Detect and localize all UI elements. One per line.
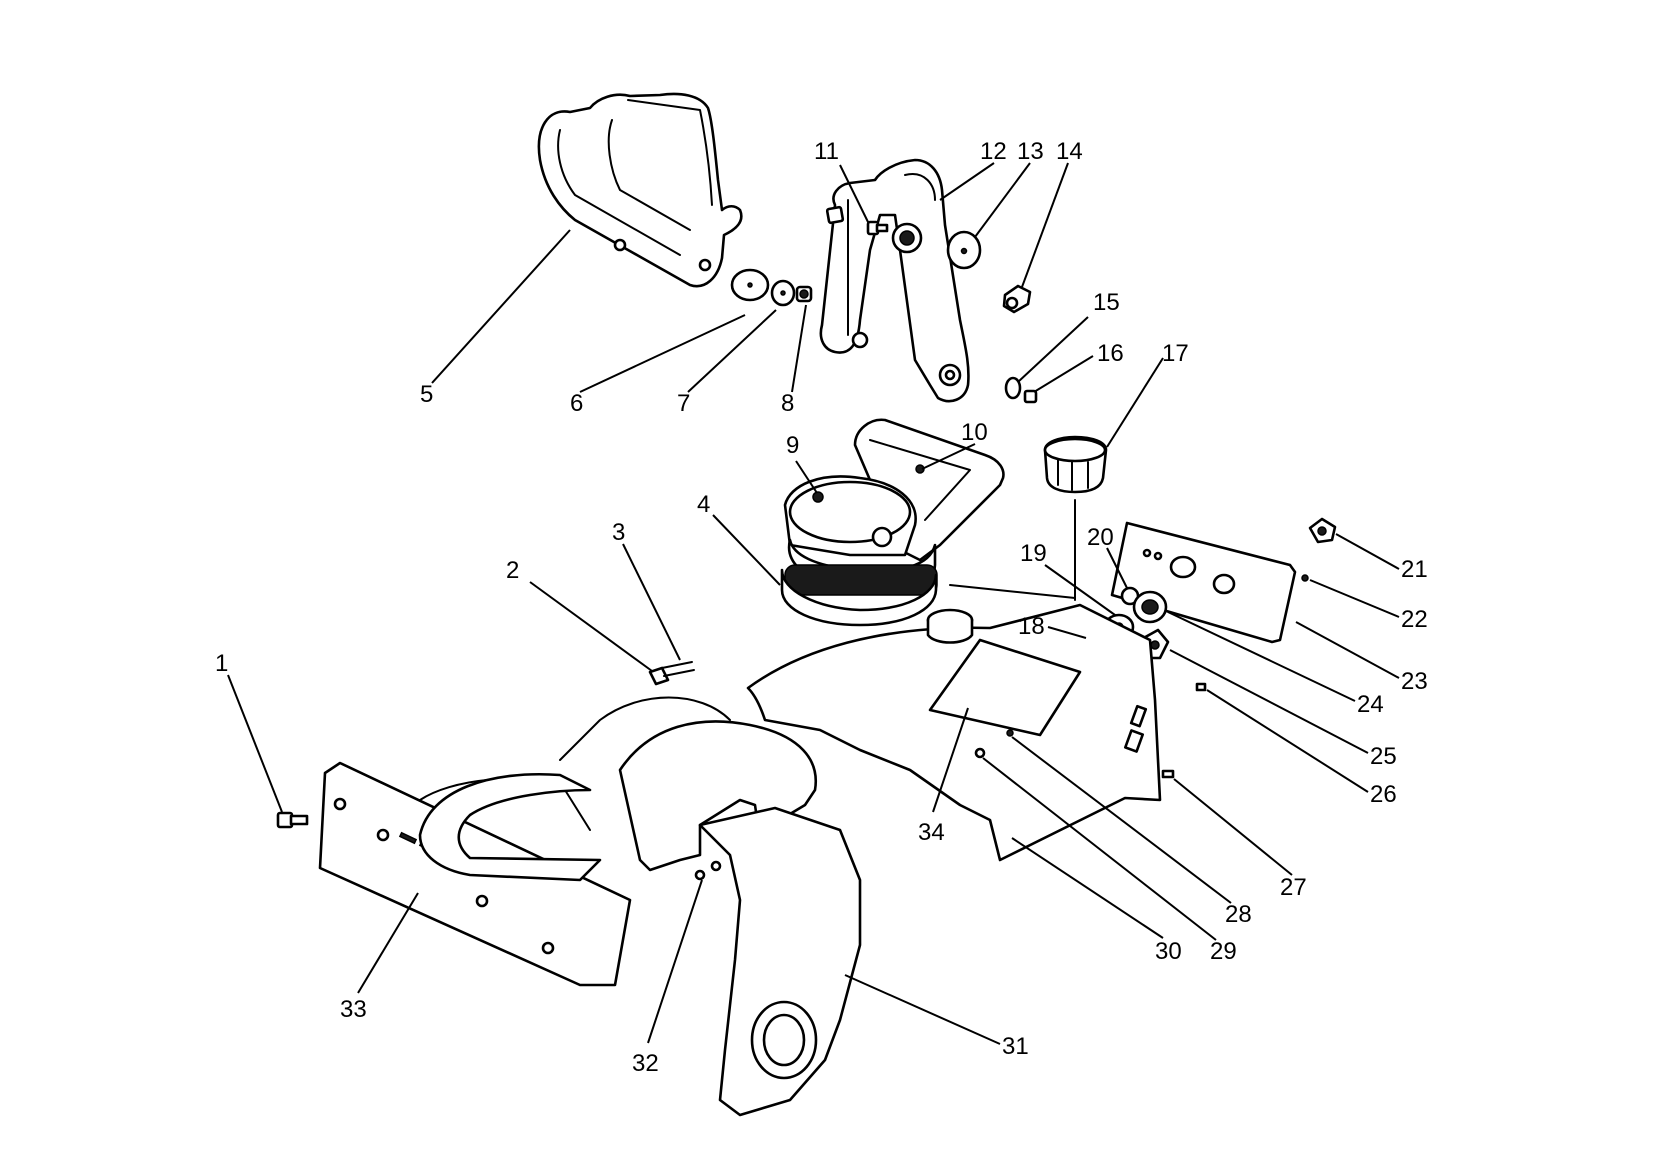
- callout-6: 6: [570, 390, 583, 417]
- leader-32: [647, 879, 703, 1044]
- callout-34: 34: [918, 819, 945, 846]
- leader-10: [921, 443, 976, 470]
- part-21-grommet: [1308, 517, 1337, 544]
- callout-12: 12: [980, 138, 1007, 165]
- part-29-washer: [974, 747, 986, 759]
- part-12-chute-bracket: [819, 158, 970, 403]
- callout-4: 4: [697, 491, 710, 518]
- callout-33: 33: [340, 996, 367, 1023]
- callout-5: 5: [420, 381, 433, 408]
- callout-28: 28: [1225, 901, 1252, 928]
- part-6-washer: [730, 268, 770, 302]
- part-11-bolt: [866, 220, 889, 236]
- callout-30: 30: [1155, 938, 1182, 965]
- leader-7: [687, 309, 777, 393]
- leader-3: [622, 543, 681, 661]
- leader-17: [1106, 357, 1164, 448]
- leader-5: [431, 229, 571, 384]
- part-32-nut: [694, 860, 722, 881]
- callout-13: 13: [1017, 138, 1044, 165]
- part-1-bolt: [276, 811, 309, 829]
- callout-18: 18: [1018, 613, 1045, 640]
- leader-4: [712, 514, 781, 586]
- leader-lines: [227, 162, 1400, 1045]
- impeller-arc: [418, 773, 602, 882]
- callout-21: 21: [1401, 556, 1428, 583]
- callout-29: 29: [1210, 938, 1237, 965]
- part-3-spring: [661, 661, 695, 677]
- callout-labels: 1 2 3 4 5 6 7 8 9 10 11 12 13 14 15 16 1…: [215, 138, 1428, 1077]
- callout-24: 24: [1357, 691, 1384, 718]
- callout-10: 10: [961, 419, 988, 446]
- leader-9: [795, 460, 818, 494]
- callout-20: 20: [1087, 524, 1114, 551]
- leader-20: [1106, 547, 1128, 589]
- leader-16: [1033, 355, 1094, 393]
- callout-23: 23: [1401, 668, 1428, 695]
- leader-1: [227, 674, 283, 813]
- callout-17: 17: [1162, 340, 1189, 367]
- leader-29: [982, 757, 1217, 941]
- part-13-washer: [946, 230, 982, 270]
- leader-30: [1011, 837, 1164, 939]
- callout-1: 1: [215, 650, 228, 677]
- leader-13: [974, 162, 1031, 238]
- leader-2: [529, 581, 653, 672]
- callout-27: 27: [1280, 874, 1307, 901]
- callout-15: 15: [1093, 289, 1120, 316]
- part-16-nut: [1023, 389, 1038, 404]
- part-31-auger-housing: [419, 696, 862, 1117]
- leader-31: [844, 974, 1001, 1045]
- callout-22: 22: [1401, 606, 1428, 633]
- leader-15: [1017, 316, 1089, 383]
- leader-27: [1173, 778, 1293, 876]
- callout-11: 11: [814, 138, 839, 165]
- part-14-knob: [1002, 284, 1032, 314]
- callout-14: 14: [1056, 138, 1083, 165]
- part-26-clip: [1195, 682, 1207, 692]
- part-27-screw: [1161, 769, 1175, 779]
- leader-8: [791, 304, 807, 393]
- callout-2: 2: [506, 557, 519, 584]
- part-8-nut: [795, 285, 813, 303]
- leader-33: [357, 892, 419, 994]
- callout-8: 8: [781, 390, 794, 417]
- part-7-washer: [770, 279, 796, 307]
- callout-31: 31: [1002, 1033, 1029, 1060]
- leader-23: [1295, 621, 1400, 679]
- part-28-screw: [1006, 729, 1014, 737]
- bracket-gear: [891, 222, 923, 254]
- leader-26: [1206, 689, 1369, 793]
- part-23-panel: [1110, 521, 1297, 644]
- leader-28: [1011, 736, 1232, 904]
- leader-34: [932, 707, 969, 813]
- part-34-housing: [746, 499, 1162, 862]
- leader-18: [1047, 626, 1087, 639]
- part-5-deflector: [537, 92, 743, 288]
- callout-16: 16: [1097, 340, 1124, 367]
- callout-19: 19: [1020, 540, 1047, 567]
- leader-24: [1167, 611, 1356, 702]
- leader-19: [1044, 564, 1116, 616]
- part-4-chute: [780, 418, 1005, 627]
- part-2-clip: [648, 666, 670, 686]
- callout-9: 9: [786, 432, 799, 459]
- part-17-cap: [1043, 435, 1108, 494]
- leader-21: [1335, 533, 1400, 570]
- part-15-washer: [1004, 376, 1022, 400]
- part-24-knob: [1132, 590, 1168, 624]
- leader-11: [839, 164, 869, 223]
- callout-25: 25: [1370, 743, 1397, 770]
- callout-26: 26: [1370, 781, 1397, 808]
- part-22-screw: [1301, 574, 1309, 582]
- leader-12: [939, 162, 995, 201]
- leader-14: [1021, 162, 1069, 288]
- callout-7: 7: [677, 390, 690, 417]
- leader-22: [1309, 579, 1400, 618]
- callout-32: 32: [632, 1050, 659, 1077]
- callout-3: 3: [612, 519, 625, 546]
- leader-25: [1169, 649, 1369, 754]
- leader-6: [579, 314, 746, 393]
